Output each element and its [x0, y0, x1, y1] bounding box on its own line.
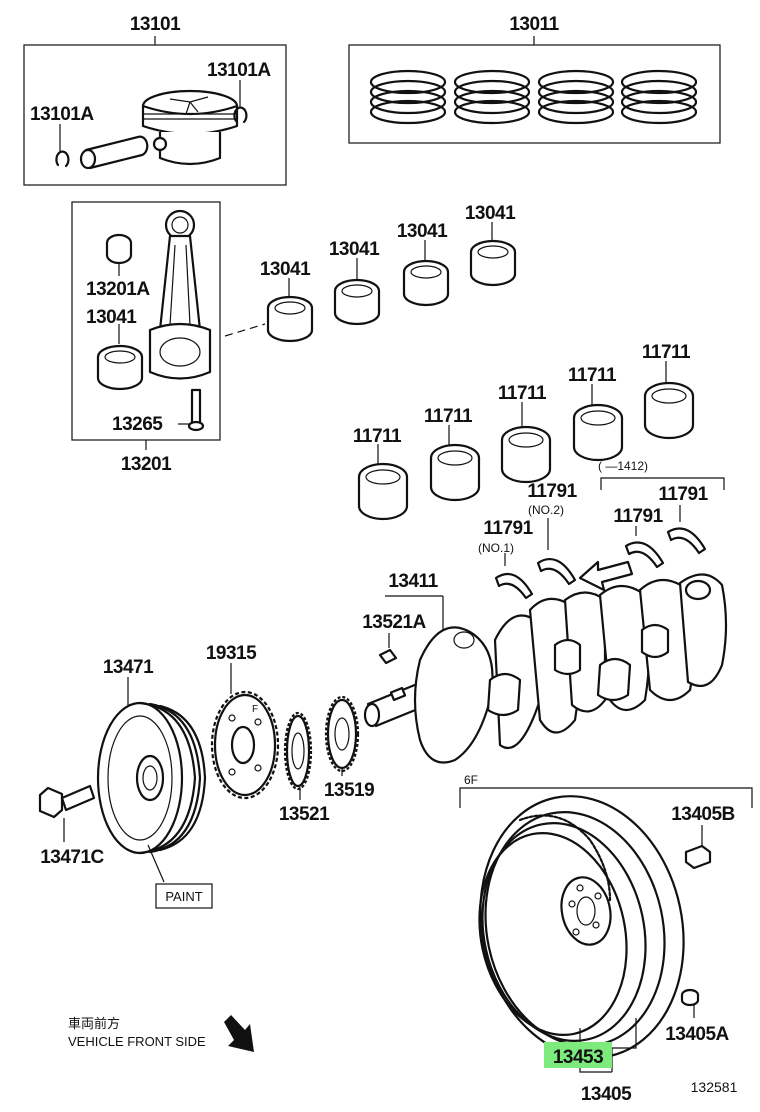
label-11711-e[interactable]: 11711 — [642, 342, 692, 363]
label-13101a-right[interactable]: 13101A — [207, 60, 272, 81]
snap-ring-left-icon — [55, 150, 70, 168]
connecting-rod-group[interactable] — [71, 201, 221, 450]
thrust-washer-icon — [494, 573, 534, 600]
label-13519[interactable]: 13519 — [324, 780, 375, 801]
rod-bearing-icon — [266, 295, 314, 343]
label-13405a[interactable]: 13405A — [665, 1024, 730, 1045]
paint-note: PAINT — [165, 889, 202, 904]
crankshaft-group[interactable] — [363, 573, 728, 764]
label-13405b[interactable]: 13405B — [671, 804, 735, 825]
label-13471c[interactable]: 13471C — [40, 847, 105, 868]
piston-ring-set-group[interactable] — [348, 36, 721, 144]
six-f-bracket — [459, 787, 753, 808]
quantity-bracket — [600, 477, 725, 490]
note-no1: (NO.1) — [478, 541, 514, 555]
main-bearing-icon — [357, 462, 409, 521]
vehicle-front-en: VEHICLE FRONT SIDE — [68, 1034, 206, 1049]
label-13041-d[interactable]: 13041 — [465, 203, 517, 224]
label-13521[interactable]: 13521 — [279, 804, 331, 825]
rod-bushing-icon — [105, 233, 133, 265]
highlight-13453 — [544, 1042, 612, 1068]
piston-ring-icon — [369, 69, 447, 125]
direction-arrow-icon — [578, 560, 634, 592]
crank-pulley-group[interactable] — [38, 677, 213, 909]
label-13471[interactable]: 13471 — [103, 657, 155, 678]
label-11791-a[interactable]: 11791 — [483, 518, 534, 539]
piston-ring-icon — [620, 69, 698, 125]
label-13265[interactable]: 13265 — [112, 414, 164, 435]
label-11791-c[interactable]: 11791 — [613, 506, 664, 527]
label-13041-a[interactable]: 13041 — [260, 259, 312, 280]
main-bearing-icon — [643, 381, 695, 440]
label-19315[interactable]: 19315 — [206, 643, 258, 664]
rod-bearing-icon — [469, 239, 517, 287]
thrust-washer-icon — [624, 541, 665, 569]
label-13011[interactable]: 13011 — [509, 14, 560, 35]
label-11711-d[interactable]: 11711 — [568, 365, 618, 386]
label-11711-b[interactable]: 11711 — [424, 406, 474, 427]
note-no2: (NO.2) — [528, 503, 564, 517]
timing-rotor-icon: F — [210, 690, 280, 800]
rod-bearing-icon — [402, 259, 450, 307]
label-13201[interactable]: 13201 — [121, 454, 173, 475]
label-13411[interactable]: 13411 — [388, 571, 439, 592]
main-bearing-icon — [429, 443, 481, 502]
snap-ring-right-icon — [233, 106, 248, 124]
piston-icon — [141, 89, 239, 166]
label-13041-c[interactable]: 13041 — [397, 221, 449, 242]
drive-plate-spacer-icon — [680, 988, 700, 1007]
label-13405[interactable]: 13405 — [581, 1084, 633, 1105]
quantity-note: ( —1412) — [598, 459, 648, 473]
rod-bolt-icon — [187, 388, 205, 432]
main-bearing-icon — [500, 425, 552, 484]
label-11791-b[interactable]: 11791 — [527, 481, 578, 502]
pulley-bolt-icon — [38, 784, 96, 819]
label-13041-e[interactable]: 13041 — [86, 307, 138, 328]
label-11791-d[interactable]: 11791 — [658, 484, 709, 505]
drive-plate-bolt-icon — [684, 844, 712, 870]
label-13521a[interactable]: 13521A — [362, 612, 427, 633]
label-11711-c[interactable]: 11711 — [498, 383, 548, 404]
crankshaft-icon — [363, 573, 728, 764]
label-13041-b[interactable]: 13041 — [329, 239, 381, 260]
paint-note-box — [155, 883, 213, 909]
drive-plate-icon — [478, 795, 685, 1059]
piston-pin-icon — [79, 135, 149, 170]
diagram-id: 132581 — [691, 1079, 738, 1095]
label-11711-a[interactable]: 11711 — [353, 426, 403, 447]
crank-pulley-icon — [96, 701, 207, 855]
front-arrow-icon — [224, 1015, 254, 1052]
drive-plate-group[interactable]: 6F — [457, 773, 753, 1077]
piston-ring-icon — [537, 69, 615, 125]
thrust-washer-icon — [666, 527, 707, 555]
label-13101[interactable]: 13101 — [130, 14, 182, 35]
vehicle-front-jp: 車両前方 — [68, 1016, 120, 1031]
svg-text:F: F — [252, 704, 258, 715]
label-13453[interactable]: 13453 — [553, 1047, 604, 1068]
rod-bearing-icon — [96, 344, 144, 391]
label-13201a[interactable]: 13201A — [86, 279, 151, 300]
rod-bearings-group[interactable] — [266, 222, 517, 343]
main-bearing-icon — [572, 403, 624, 462]
piston-assembly-group[interactable] — [23, 36, 287, 186]
crank-gear-group[interactable] — [283, 695, 360, 800]
main-bearings-group[interactable] — [357, 361, 695, 521]
rod-bearing-icon — [333, 278, 381, 326]
thrust-washer-icon — [536, 558, 577, 586]
six-f-note: 6F — [464, 773, 478, 787]
label-13101a-left[interactable]: 13101A — [30, 104, 95, 125]
timing-rotor-group[interactable]: F — [210, 663, 280, 800]
crank-gear-icon — [283, 711, 313, 791]
crank-key-icon — [378, 648, 398, 665]
thrust-washers-group[interactable] — [494, 505, 707, 600]
piston-ring-icon — [453, 69, 531, 125]
crank-sprocket-icon — [324, 695, 360, 773]
connecting-rod-icon — [148, 209, 212, 380]
